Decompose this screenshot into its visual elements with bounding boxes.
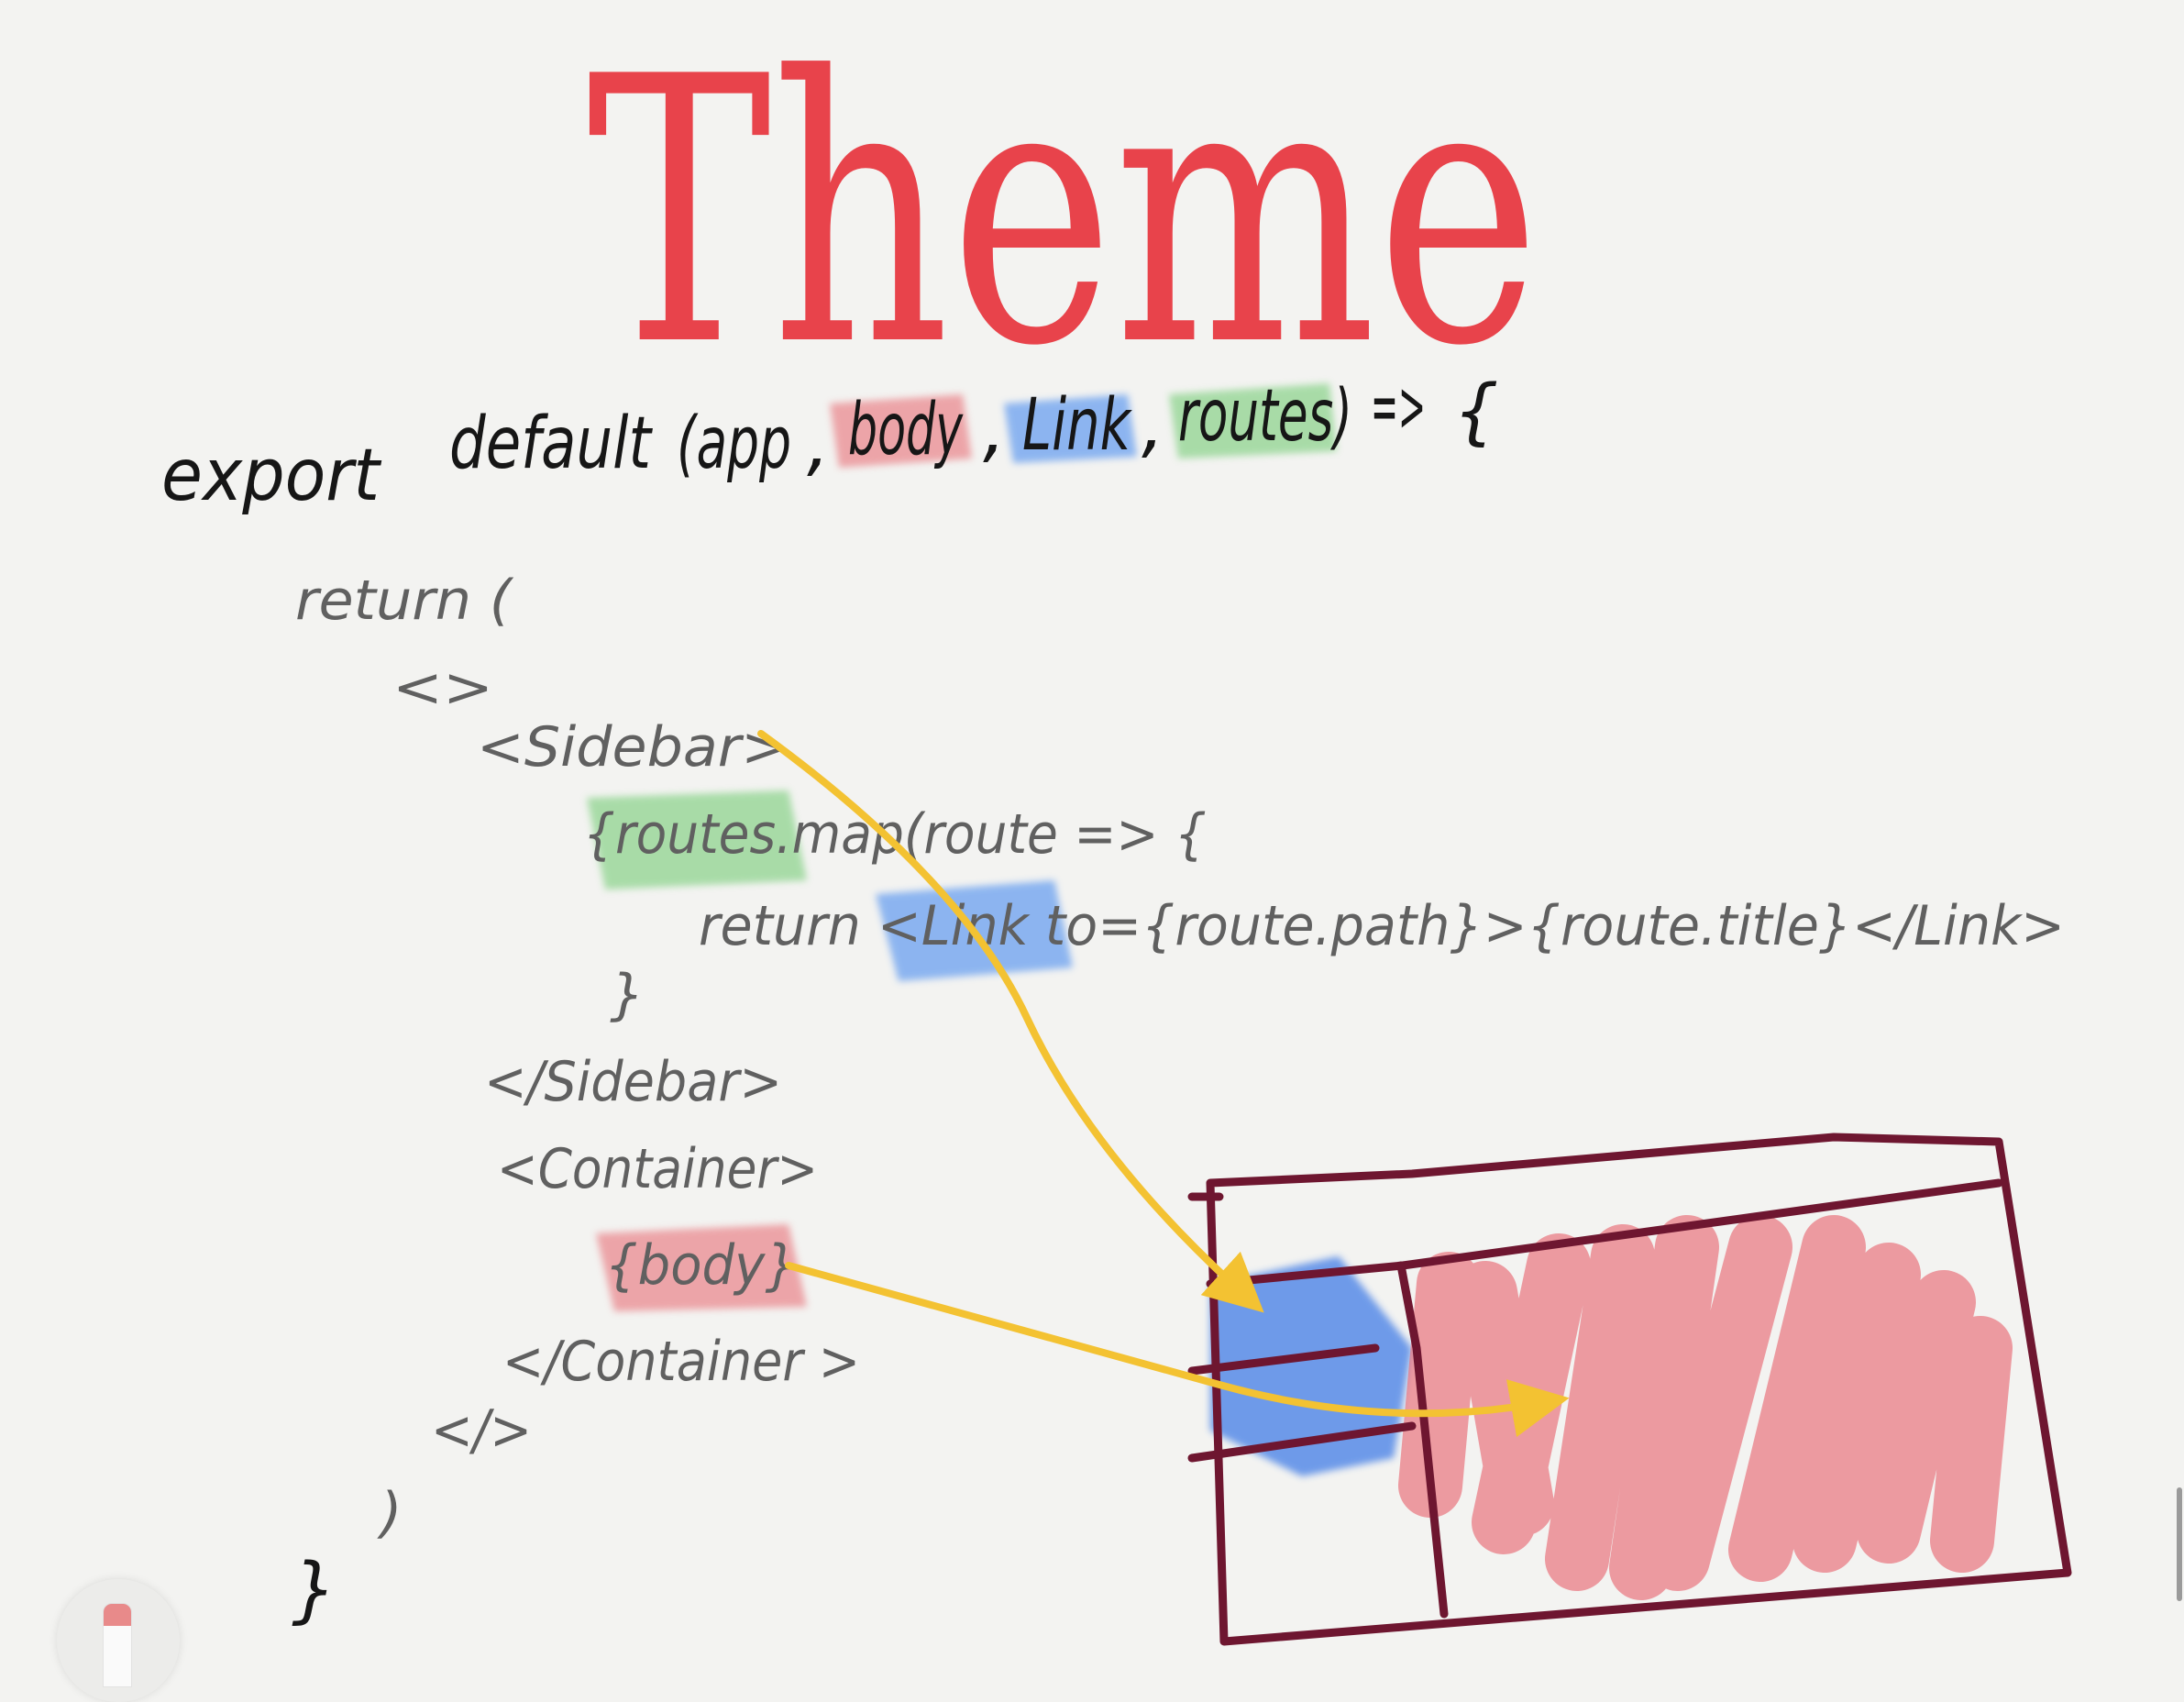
link-param: Link xyxy=(1022,384,1132,467)
highlight-routes-param xyxy=(1169,383,1337,459)
app-param: (app xyxy=(677,403,791,485)
code-line-return: return ( xyxy=(295,569,514,633)
export-keyword: export xyxy=(161,435,381,517)
wireframe-outer-frame xyxy=(1206,1133,2072,1646)
code-line-sidebar-open: <Sidebar> xyxy=(477,715,789,779)
vertical-scrollbar[interactable] xyxy=(2177,1487,2182,1601)
default-keyword: default xyxy=(449,403,653,485)
code-line-sidebar-close: </Sidebar> xyxy=(484,1050,782,1114)
body-param: body xyxy=(848,389,964,471)
arrow-operator: => xyxy=(1371,366,1426,448)
code-line-paren-close: ) xyxy=(377,1481,402,1545)
note-title: Theme xyxy=(587,0,1540,426)
routes-param: routes) xyxy=(1178,375,1352,458)
code-line-fragment-open: <> xyxy=(392,656,493,720)
highlight-body-usage xyxy=(596,1224,807,1311)
open-brace: { xyxy=(1453,370,1499,453)
comma-1: , xyxy=(807,403,830,485)
wireframe-sidebar-divider xyxy=(1396,1261,1449,1619)
code-line-container-open: <Container> xyxy=(497,1137,818,1201)
comma-2: , xyxy=(983,389,1006,471)
code-line-close-brace: } xyxy=(610,963,645,1027)
highlight-marks xyxy=(587,383,1337,1311)
arrow-body-to-wireframe xyxy=(785,1262,1570,1438)
code-line-container-close: </Container > xyxy=(502,1330,860,1394)
wireframe-nav-line-2 xyxy=(1187,1343,1380,1376)
pencil-tool-button[interactable] xyxy=(57,1579,180,1702)
highlight-link-param xyxy=(1004,394,1137,463)
wireframe-nav-line-3 xyxy=(1187,1421,1417,1463)
highlight-body-param xyxy=(830,394,972,468)
pencil-icon xyxy=(103,1603,132,1687)
code-line-return-link: return <Link to={route.path}>{route.titl… xyxy=(699,894,2065,958)
code-block: return ( <> <Sidebar> {routes.map(route … xyxy=(292,569,2065,1631)
arrow-sidebar-to-wireframe xyxy=(757,730,1264,1313)
highlight-routes-usage xyxy=(587,790,807,890)
code-line-routes-map: {routes.map(route => { xyxy=(583,802,1207,867)
code-line-final-brace: } xyxy=(292,1549,337,1631)
code-line-body: {body} xyxy=(605,1233,798,1298)
export-line: export default (app , body , Link , rout… xyxy=(161,366,1499,517)
layout-wireframe xyxy=(757,730,2072,1646)
comma-3: , xyxy=(1142,384,1164,467)
code-line-fragment-close: </> xyxy=(431,1398,532,1463)
